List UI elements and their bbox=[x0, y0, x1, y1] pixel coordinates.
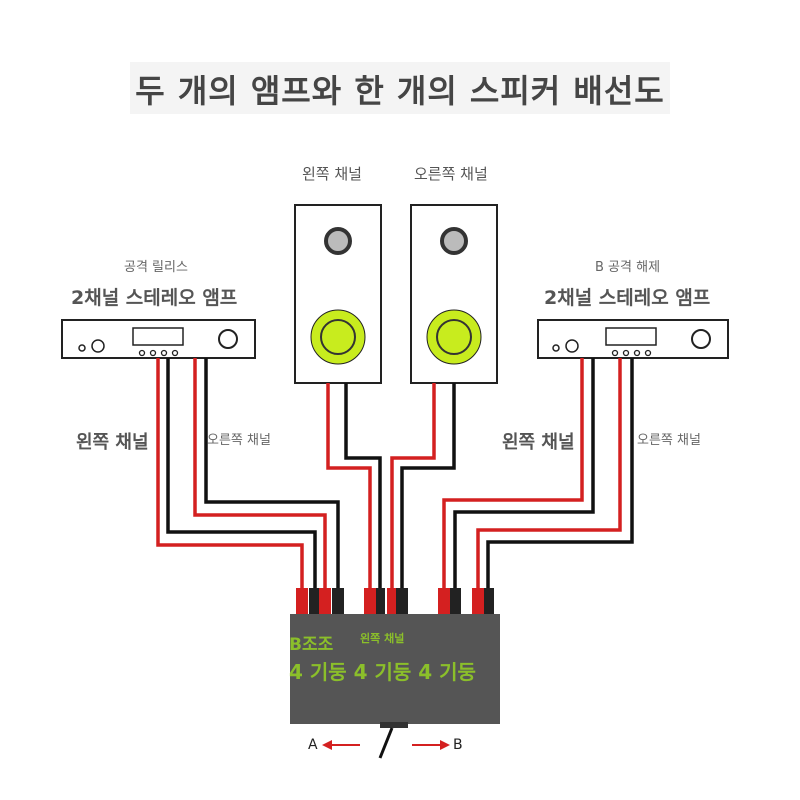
wire-left-amp-l-red bbox=[156, 358, 304, 590]
plug-black bbox=[484, 588, 494, 616]
left-speaker-label: 왼쪽 채널 bbox=[302, 165, 362, 183]
right-amp-caption: B 공격 해제 bbox=[595, 260, 661, 275]
left-amp-button bbox=[138, 349, 146, 357]
right-amp-display bbox=[605, 327, 657, 346]
right-amp-button bbox=[633, 349, 641, 357]
left-tweeter bbox=[324, 227, 352, 255]
wire-right-speaker-red bbox=[390, 383, 436, 590]
switch-label-line1: B조조 bbox=[289, 635, 334, 655]
right-amp-button bbox=[611, 349, 619, 357]
right-woofer-ring bbox=[436, 319, 472, 355]
plugs bbox=[296, 588, 494, 616]
plug-red bbox=[296, 588, 308, 616]
arrow-b-label: B bbox=[453, 737, 463, 753]
right-tweeter bbox=[440, 227, 468, 255]
left-amp-left-channel-label: 왼쪽 채널 bbox=[76, 432, 149, 453]
arrow-b bbox=[412, 740, 450, 750]
left-amp-button bbox=[149, 349, 157, 357]
right-amp-body bbox=[537, 319, 729, 359]
wire-left-speaker-red bbox=[326, 383, 372, 590]
right-speaker bbox=[410, 204, 498, 384]
page-title: 두 개의 앰프와 한 개의 스피커 배선도 bbox=[135, 72, 665, 110]
right-amp-knob-small bbox=[565, 339, 579, 353]
wire-right-amp-l-red bbox=[442, 358, 584, 590]
plug-black bbox=[332, 588, 344, 616]
left-amp-display bbox=[132, 327, 184, 346]
right-speaker-label: 오른쪽 채널 bbox=[414, 165, 488, 183]
left-amp-caption: 공격 릴리스 bbox=[124, 260, 188, 275]
wire-left-amp-l-black bbox=[166, 358, 317, 590]
plug-red bbox=[472, 588, 484, 616]
switch-lever bbox=[378, 727, 394, 759]
plug-red bbox=[319, 588, 331, 616]
wire-left-speaker-black bbox=[344, 383, 382, 590]
wire-left-amp-r-black bbox=[204, 358, 340, 590]
arrow-a-label: A bbox=[308, 737, 318, 753]
left-woofer bbox=[310, 309, 366, 365]
plug-black bbox=[396, 588, 408, 616]
right-amplifier bbox=[537, 319, 729, 359]
title-background bbox=[130, 62, 670, 114]
right-amp-button bbox=[622, 349, 630, 357]
wire-right-speaker-black bbox=[400, 383, 456, 590]
left-amp-button bbox=[160, 349, 168, 357]
plug-black bbox=[376, 588, 385, 616]
wire-right-amp-r-red bbox=[476, 358, 622, 590]
switch-label-channel: 왼쪽 채널 bbox=[360, 632, 405, 645]
right-amp-button bbox=[644, 349, 652, 357]
left-amp-volume-knob bbox=[218, 329, 238, 349]
wire-left-amp-r-red bbox=[193, 358, 327, 590]
speaker-switch-box bbox=[290, 614, 500, 724]
left-speaker bbox=[294, 204, 382, 384]
plug-red bbox=[387, 588, 396, 616]
right-amp-name: 2채널 스테레오 앰프 bbox=[544, 287, 711, 309]
left-amp-knob-small bbox=[91, 339, 105, 353]
plug-black bbox=[450, 588, 461, 616]
plug-black bbox=[309, 588, 321, 616]
switch-lever-base bbox=[380, 722, 408, 728]
right-amp-right-channel-label: 오른쪽 채널 bbox=[637, 433, 701, 448]
left-amp-button bbox=[171, 349, 179, 357]
left-amp-right-channel-label: 오른쪽 채널 bbox=[207, 433, 271, 448]
plug-red bbox=[438, 588, 450, 616]
right-amp-left-channel-label: 왼쪽 채널 bbox=[502, 432, 575, 453]
left-amp-body bbox=[61, 319, 256, 359]
left-amplifier bbox=[61, 319, 256, 359]
left-amp-name: 2채널 스테레오 앰프 bbox=[71, 287, 238, 309]
right-amp-led bbox=[552, 344, 560, 352]
right-amp-volume-knob bbox=[691, 329, 711, 349]
wire-right-amp-r-black bbox=[486, 358, 634, 590]
right-woofer bbox=[426, 309, 482, 365]
plug-red bbox=[364, 588, 376, 616]
wires bbox=[156, 358, 634, 590]
switch-label-line2: 4 기둥 4 기둥 4 기둥 bbox=[289, 660, 476, 684]
wire-right-amp-l-black bbox=[453, 358, 595, 590]
left-woofer-ring bbox=[320, 319, 356, 355]
arrow-a bbox=[322, 740, 360, 750]
left-amp-led bbox=[78, 344, 86, 352]
